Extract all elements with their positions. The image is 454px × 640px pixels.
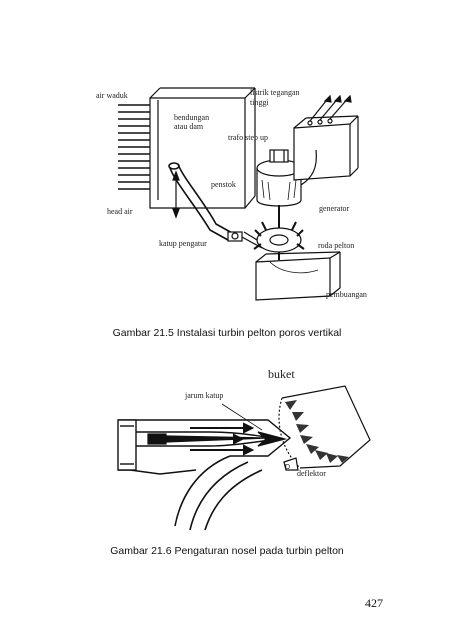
label-katup-pengatur: katup pengatur	[159, 239, 207, 248]
figure-21-6-caption: Gambar 21.6 Pengaturan nosel pada turbin…	[110, 545, 344, 557]
label-buket: buket	[268, 367, 295, 381]
buckets	[285, 400, 349, 463]
label-head-air: head air	[107, 207, 133, 216]
label-jarum-katup: jarum katup	[185, 391, 224, 400]
reservoir-hatching	[118, 104, 150, 190]
label-trafo: trafo step up	[228, 133, 268, 142]
pelton-wheel	[253, 219, 305, 260]
inlet-pipe	[174, 455, 263, 531]
flow-arrows	[190, 422, 255, 456]
pelton-installation-diagram	[118, 87, 359, 301]
label-penstok: penstok	[211, 180, 236, 189]
page-number: 427	[365, 596, 383, 610]
nozzle-body	[117, 419, 292, 475]
label-roda-pelton: roda pelton	[318, 241, 355, 250]
label-bendungan-line1: bendungan	[174, 113, 210, 122]
figure-21-5-caption: Gambar 21.5 Instalasi turbin pelton poro…	[112, 327, 342, 339]
label-air-waduk: air waduk	[96, 91, 128, 100]
label-bendungan-line2: atau dam	[174, 122, 204, 131]
deflector: D	[283, 457, 299, 471]
dam-block	[149, 87, 256, 209]
generator-unit	[256, 149, 302, 230]
jarum-katup-leader	[221, 403, 263, 431]
svg-text:D: D	[285, 464, 290, 471]
transformer-box	[293, 115, 359, 181]
label-generator: generator	[319, 204, 350, 213]
label-deflektor: deflektor	[297, 469, 326, 478]
label-listrik-line2: tinggi	[250, 98, 269, 107]
label-pembuangan: pembuangan	[326, 290, 367, 299]
nozzle-diagram: D	[117, 385, 371, 531]
tailrace-box	[255, 251, 341, 301]
penstock-pipe	[168, 162, 235, 241]
label-listrik-line1: listrik tegangan	[250, 88, 300, 97]
high-voltage-lines	[300, 94, 352, 186]
